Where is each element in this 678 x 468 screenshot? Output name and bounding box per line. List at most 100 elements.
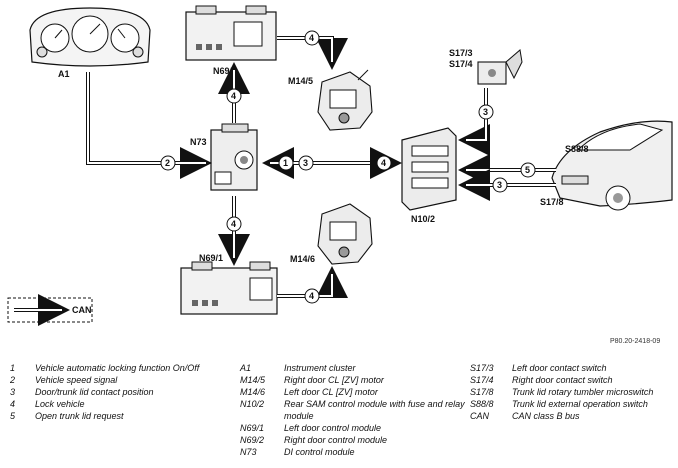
signal-label-3: 3: [303, 158, 308, 168]
component-legend-row: M14/5 Right door CL [ZV] motor: [240, 374, 470, 386]
signal-marker-n69-2-m14-5: [304, 30, 320, 46]
component-legend-row: N73 DI control module: [240, 446, 470, 458]
component-legend-row-key: N73: [240, 447, 257, 457]
signal-legend-row-key: 1: [10, 363, 16, 373]
signal-legend-row-value: Open trunk lid request: [35, 411, 124, 421]
door-contact-switch-illustration: [477, 49, 523, 85]
component-legend-row: N69/1 Left door control module: [240, 422, 470, 434]
component-legend-row-value: Right door CL [ZV] motor: [284, 375, 384, 385]
signal-marker-s17-n10-2: [478, 104, 494, 120]
wiring-diagram: A1 N69/2 M14/5 N73 N69/1: [7, 5, 673, 345]
component-legend-row: CAN CAN class B bus: [470, 410, 675, 422]
signal-label-4-n10-2: 4: [381, 158, 386, 168]
component-legend-row-value: Trunk lid external operation switch: [512, 399, 648, 409]
component-legend-row-key: N69/1: [240, 423, 265, 433]
left-door-cl-motor-illustration: [317, 203, 373, 265]
component-legend-row: S88/8 Trunk lid external operation switch: [470, 398, 675, 410]
label-n69-1: N69/1: [199, 253, 223, 263]
left-door-control-module-illustration: [180, 261, 278, 315]
signal-legend-row-key: 4: [10, 399, 16, 409]
component-legend-row-value: Left door CL [ZV] motor: [284, 387, 378, 397]
signal-legend-row: 5 Open trunk lid request: [10, 410, 238, 422]
signal-legend-row: 2 Vehicle speed signal: [10, 374, 238, 386]
signal-legend-row-key: 5: [10, 411, 16, 421]
signal-label-n73-n69-2: 4: [231, 91, 236, 101]
label-s88-8: S88/8: [565, 144, 589, 154]
signal-label-1: 1: [283, 158, 288, 168]
component-legend-row: N10/2 Rear SAM control module with fuse a…: [240, 398, 470, 422]
signal-label-n69-1-m14-6: 4: [309, 291, 314, 301]
vehicle-rear-illustration: [551, 120, 673, 211]
signal-legend-row: 4 Lock vehicle: [10, 398, 238, 410]
component-legend-row: S17/3 Left door contact switch: [470, 362, 675, 374]
signal-marker-n69-1-m14-6: [304, 288, 320, 304]
component-legend-row-value: Trunk lid rotary tumbler microswitch: [512, 387, 654, 397]
component-legend-row-value: Rear SAM control module with fuse and re…: [284, 399, 465, 421]
label-s17-3: S17/3: [449, 48, 473, 58]
component-legend-row-key: S17/8: [470, 387, 494, 397]
line-n69-2-to-m14-5-inner: [277, 37, 333, 62]
component-legend-row: M14/6 Left door CL [ZV] motor: [240, 386, 470, 398]
signal-legend-row-value: Lock vehicle: [35, 399, 85, 409]
signal-legend-row: 3 Door/trunk lid contact position: [10, 386, 238, 398]
component-legend-row-key: S88/8: [470, 399, 494, 409]
reference-code: P80.20-2418-09: [610, 338, 660, 345]
component-legend-row-value: Left door contact switch: [512, 363, 607, 373]
signal-label-s17-8-n10-2: 3: [497, 180, 502, 190]
signal-legend-row-value: Door/trunk lid contact position: [35, 387, 154, 397]
rear-sam-control-module-illustration: [401, 127, 457, 211]
signal-marker-a1-n73: [160, 155, 176, 171]
line-n69-1-to-m14-6: [277, 266, 348, 298]
component-legend-row: A1 Instrument cluster: [240, 362, 470, 374]
signal-legend-row-value: Vehicle speed signal: [35, 375, 118, 385]
signal-legend-row-key: 2: [10, 375, 16, 385]
di-control-module-illustration: [210, 123, 258, 191]
instrument-cluster-illustration: [29, 7, 151, 67]
signal-marker-s88-8-n10-2: [520, 162, 536, 178]
component-legend-row-key: M14/6: [240, 387, 266, 397]
signal-marker-1: [278, 155, 294, 171]
component-legend-row-value: Left door control module: [284, 423, 382, 433]
line-n69-2-to-m14-5: [277, 36, 348, 70]
signal-label-a1-n73: 2: [165, 158, 170, 168]
label-s17-8: S17/8: [540, 197, 564, 207]
right-door-cl-motor-illustration: [317, 69, 373, 131]
component-legend-row-key: N10/2: [240, 399, 265, 409]
component-legend-row-key: A1: [240, 363, 252, 373]
label-m14-6: M14/6: [290, 254, 315, 264]
component-legend-row-value: DI control module: [284, 447, 355, 457]
line-n69-1-to-m14-6-inner: [277, 274, 333, 297]
component-legend-row-value: Right door control module: [284, 435, 388, 445]
component-legend-row: N69/2 Right door control module: [240, 434, 470, 446]
signal-marker-n73-n69-2: [226, 88, 242, 104]
component-legend-row-key: M14/5: [240, 375, 266, 385]
signal-marker-4-n10-2: [376, 155, 392, 171]
component-legend-row-value: Right door contact switch: [512, 375, 613, 385]
line-a1-to-n73-inner: [87, 72, 206, 164]
component-legend-row-key: S17/4: [470, 375, 494, 385]
signal-label-s17-n10-2: 3: [483, 107, 488, 117]
line-a1-to-n73: [86, 72, 212, 179]
signal-label-n73-n69-1: 4: [231, 219, 236, 229]
signal-marker-s17-8-n10-2: [492, 177, 508, 193]
signal-legend: 1 Vehicle automatic locking function On/O…: [10, 362, 238, 422]
signal-marker-3: [298, 155, 314, 171]
component-legend-row-value: CAN class B bus: [512, 411, 580, 421]
signal-legend-row: 1 Vehicle automatic locking function On/O…: [10, 362, 238, 374]
component-legend-row-key: S17/3: [470, 363, 494, 373]
signal-label-n69-2-m14-5: 4: [309, 33, 314, 43]
component-legend-row: S17/8 Trunk lid rotary tumbler microswitc…: [470, 386, 675, 398]
signal-legend-row-key: 3: [10, 387, 16, 397]
right-door-control-module-illustration: [185, 5, 277, 61]
component-legend-row-key: CAN: [470, 411, 490, 421]
label-n73: N73: [190, 137, 207, 147]
signal-legend-row-value: Vehicle automatic locking function On/Of…: [35, 363, 200, 373]
label-n10-2: N10/2: [411, 214, 435, 224]
component-legend-row-value: Instrument cluster: [284, 363, 356, 373]
can-legend-label: CAN: [72, 305, 92, 315]
component-legend-row-key: N69/2: [240, 435, 265, 445]
label-m14-5: M14/5: [288, 76, 313, 86]
label-a1: A1: [58, 69, 70, 79]
